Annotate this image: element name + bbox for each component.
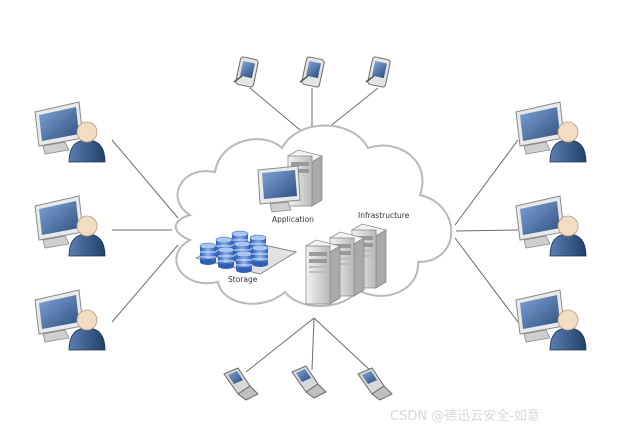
application-label: Application — [272, 215, 314, 224]
storage-label: Storage — [228, 275, 258, 284]
desktop-user-icon — [515, 289, 587, 351]
watermark-text: CSDN @德迅云安全-如意 — [390, 408, 540, 424]
desktop-user-icon — [34, 289, 106, 351]
desktop-user-icon — [34, 101, 106, 163]
desktop-user-icon — [34, 195, 106, 257]
storage-array-icon — [194, 230, 298, 275]
application-server-icon — [257, 149, 324, 213]
mobile-phone-icon — [223, 367, 259, 401]
mobile-phone-icon — [357, 367, 393, 401]
pda-device-icon — [233, 55, 260, 89]
desktop-user-icon — [515, 101, 587, 163]
pda-device-icon — [365, 55, 392, 89]
pda-device-icon — [299, 55, 326, 89]
infrastructure-label: Infrastructure — [358, 211, 410, 220]
mobile-phone-icon — [291, 365, 327, 399]
desktop-user-icon — [515, 195, 587, 257]
connection-lines — [111, 87, 519, 373]
